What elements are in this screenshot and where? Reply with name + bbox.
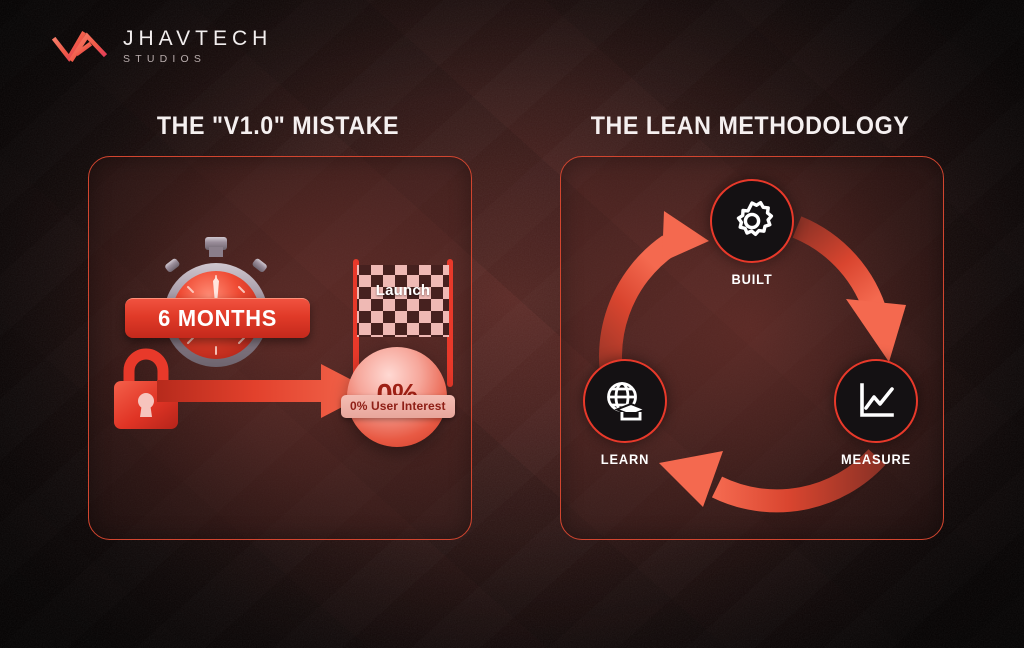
learn-disc [583,359,667,443]
cycle-arrows-group [599,211,906,513]
right-panel-heading: THE LEAN METHODOLOGY [590,112,910,140]
brand-name: JHAVTECH [123,26,273,50]
right-arrow-icon [157,364,373,418]
v1-mistake-card: 6 MONTHS Launch [88,156,472,540]
lean-methodology-card: BUILT MEASURE [560,156,944,540]
brand-wordmark: JHAVTECH STUDIOS [123,28,272,65]
globe-graduation-cap-icon [607,382,648,421]
left-card-content: 6 MONTHS Launch [89,157,471,539]
built-label: BUILT [731,272,773,287]
duration-badge: 6 MONTHS [125,298,310,338]
curved-arrow-measure-to-learn [659,449,886,513]
jhavtech-chevron-logo-icon [52,30,108,63]
brand-logo: JHAVTECH STUDIOS [52,26,272,66]
measure-label: MEASURE [840,452,912,467]
cycle-node-built[interactable]: BUILT [710,179,794,287]
left-panel-heading: THE "V1.0" MISTAKE [156,112,400,140]
right-card-content: BUILT MEASURE [561,157,943,539]
cycle-node-learn[interactable]: LEARN [583,359,667,467]
duration-badge-label: 6 MONTHS [158,305,277,331]
cycle-node-measure[interactable]: MEASURE [834,359,918,467]
gear-icon [736,201,774,236]
checkered-flag-icon [353,259,453,387]
launch-label: Launch [375,282,431,299]
measure-disc [834,359,918,443]
line-chart-icon [860,383,894,417]
learn-label: LEARN [600,452,650,467]
brand-subtitle: STUDIOS [123,52,207,65]
curved-arrow-built-to-measure [792,216,906,362]
built-disc [710,179,794,263]
user-interest-label: 0% User Interest [341,395,455,418]
